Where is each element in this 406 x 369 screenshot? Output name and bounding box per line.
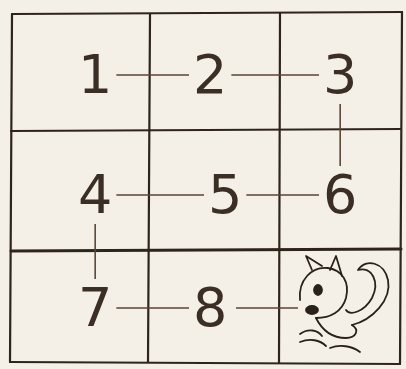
squirrel-paw [300,340,326,346]
grid-number: 5 [204,166,246,224]
squirrel-drawing [300,256,389,352]
grid-line [11,129,401,131]
grid-number: 7 [74,279,116,337]
squirrel-ear [306,256,322,270]
path-line [236,307,298,309]
grid-lines [10,12,402,364]
cell-number: 8 [193,281,227,335]
cell-number: 1 [78,48,112,102]
cell-number: 5 [208,168,242,222]
grid-number: 6 [319,166,361,224]
grid-line [10,362,400,364]
grid-line [11,249,401,251]
grid-number: 2 [189,46,231,104]
squirrel-ear [330,256,342,276]
cell-number: 4 [78,168,112,222]
grid-number: 3 [319,46,361,104]
path-connector [231,74,319,76]
grid-line [148,14,150,362]
cell-number: 2 [193,48,227,102]
cell-number: 3 [323,48,357,102]
cell-number: 6 [323,168,357,222]
path-connector [116,194,204,196]
path-connector [116,74,189,76]
path-connector [94,224,96,279]
squirrel-foot [330,346,360,352]
squirrel-eye [314,285,322,295]
squirrel-nose [306,306,318,314]
grid-number: 1 [74,46,116,104]
cell-number: 7 [78,281,112,335]
grid-line [10,14,12,362]
path-connector [116,307,189,309]
squirrel-head [300,268,347,318]
squirrel-tail [346,263,389,325]
grid-line [400,12,402,364]
grid-number: 4 [74,166,116,224]
path-connector [246,194,319,196]
path-connector [339,104,341,166]
grid-number: 8 [189,279,231,337]
grid-line [12,12,402,14]
grid-line [279,13,280,363]
squirrel-paw [300,330,322,336]
